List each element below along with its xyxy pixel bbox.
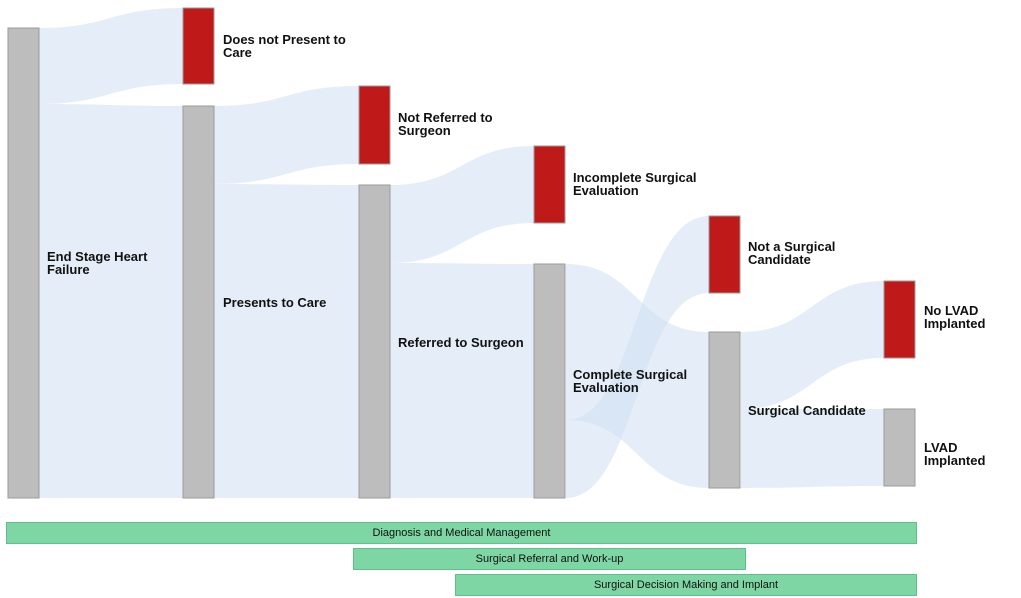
node-label-not-candidate: Not a Surgical Candidate bbox=[748, 239, 836, 267]
node-lvad bbox=[883, 408, 916, 487]
node-referred bbox=[358, 184, 391, 499]
node-label-lvad: LVAD Implanted bbox=[924, 440, 986, 468]
link-referred-to-complete-eval bbox=[390, 263, 534, 498]
node-end-stage bbox=[7, 27, 40, 499]
node-candidate bbox=[708, 331, 741, 489]
link-candidate-to-lvad bbox=[741, 409, 884, 488]
node-complete-eval bbox=[533, 263, 566, 499]
link-end-stage-to-not-present bbox=[39, 8, 183, 104]
link-complete-eval-to-candidate bbox=[566, 264, 709, 488]
link-end-stage-to-presents bbox=[39, 104, 183, 498]
node-label-complete-eval: Complete Surgical Evaluation bbox=[573, 367, 688, 395]
node-label-not-present: Does not Present to Care bbox=[223, 32, 346, 60]
link-presents-to-not-referred bbox=[214, 86, 359, 184]
node-label-candidate: Surgical Candidate bbox=[748, 403, 866, 418]
phase-bar-diagnosis: Diagnosis and Medical Management bbox=[6, 522, 917, 544]
link-referred-to-incomplete-eval bbox=[390, 146, 534, 263]
flow-nodes bbox=[7, 7, 916, 499]
node-label-incomplete-eval: Incomplete Surgical Evaluation bbox=[573, 170, 697, 198]
node-no-lvad bbox=[883, 280, 916, 359]
node-incomplete-eval bbox=[533, 145, 566, 224]
node-label-no-lvad: No LVAD Implanted bbox=[924, 303, 986, 331]
node-label-end-stage: End Stage Heart Failure bbox=[47, 249, 148, 277]
link-presents-to-referred bbox=[214, 184, 359, 498]
node-label-not-referred: Not Referred to Surgeon bbox=[398, 110, 493, 138]
phase-bar-referral: Surgical Referral and Work-up bbox=[353, 548, 746, 570]
node-presents bbox=[182, 105, 215, 499]
phase-bar-decision: Surgical Decision Making and Implant bbox=[455, 574, 917, 596]
flow-links bbox=[39, 8, 884, 498]
node-label-presents: Presents to Care bbox=[223, 295, 327, 310]
node-not-present bbox=[182, 7, 215, 85]
link-candidate-to-no-lvad bbox=[741, 281, 884, 409]
node-not-candidate bbox=[708, 215, 741, 294]
node-label-referred: Referred to Surgeon bbox=[398, 335, 524, 350]
node-not-referred bbox=[358, 85, 391, 165]
